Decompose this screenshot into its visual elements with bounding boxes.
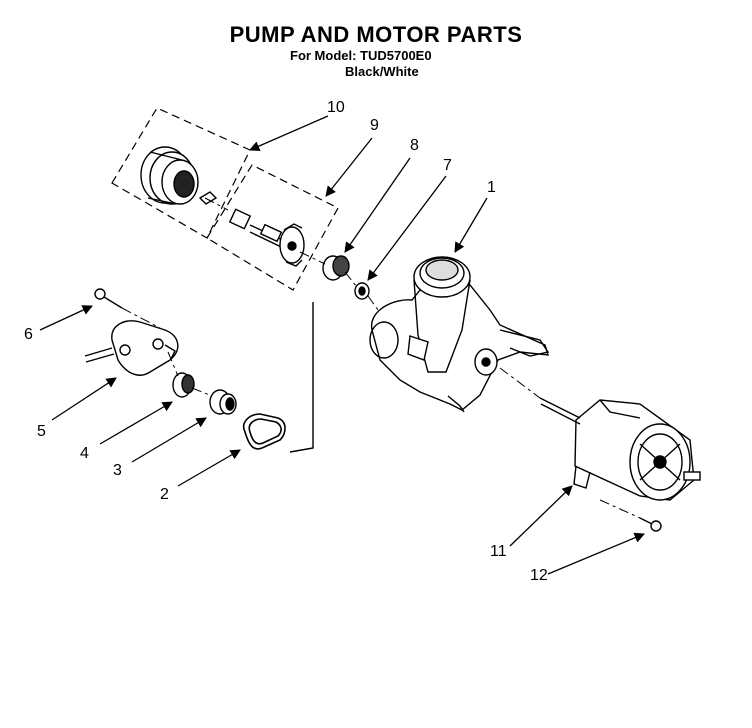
callout-5: 5: [37, 423, 46, 440]
part-2-gasket: [242, 413, 286, 450]
color-line: Black/White: [345, 64, 419, 79]
kit-9-dashed-box: [206, 164, 339, 291]
arrow-4: [99, 401, 173, 445]
arrow-7: [367, 175, 447, 281]
arrow-5: [51, 377, 117, 421]
arrow-10: [249, 115, 329, 152]
callout-3: 3: [113, 462, 122, 479]
assembly-centerlines: [121, 197, 641, 519]
part-7-washer: [354, 282, 370, 300]
part-5-bracket: [84, 320, 179, 376]
arrow-9: [325, 137, 373, 197]
callout-6: 6: [24, 326, 33, 343]
model-line: For Model: TUD5700E0: [290, 48, 432, 63]
callout-4: 4: [80, 445, 89, 462]
gasket-leader-line: [289, 302, 314, 453]
part-12-screw: [639, 517, 662, 532]
callout-arrows: [39, 115, 645, 575]
part-10-seal-assembly: [140, 146, 218, 205]
arrow-3: [131, 417, 207, 463]
part-1-pump-housing: [369, 256, 550, 413]
arrow-1: [454, 197, 488, 253]
callout-2: 2: [160, 486, 169, 503]
callout-1: 1: [487, 179, 496, 196]
callout-7: 7: [443, 157, 452, 174]
arrow-6: [39, 305, 93, 331]
arrow-2: [177, 449, 241, 487]
part-9-impeller-assembly: [228, 208, 305, 267]
callout-10: 10: [327, 99, 345, 116]
callout-11: 11: [490, 543, 507, 560]
part-8-bushing: [322, 255, 350, 281]
arrow-12: [547, 532, 645, 575]
callout-12: 12: [530, 567, 548, 584]
diagram-title: PUMP AND MOTOR PARTS: [229, 22, 523, 47]
arrow-11: [509, 485, 573, 547]
arrow-8: [344, 157, 411, 253]
callout-8: 8: [410, 137, 419, 154]
callout-9: 9: [370, 117, 379, 134]
part-3-grommet: [209, 389, 237, 415]
part-4-seal-ring: [172, 372, 195, 398]
part-11-motor: [539, 397, 701, 501]
part-6-screw: [94, 288, 123, 309]
